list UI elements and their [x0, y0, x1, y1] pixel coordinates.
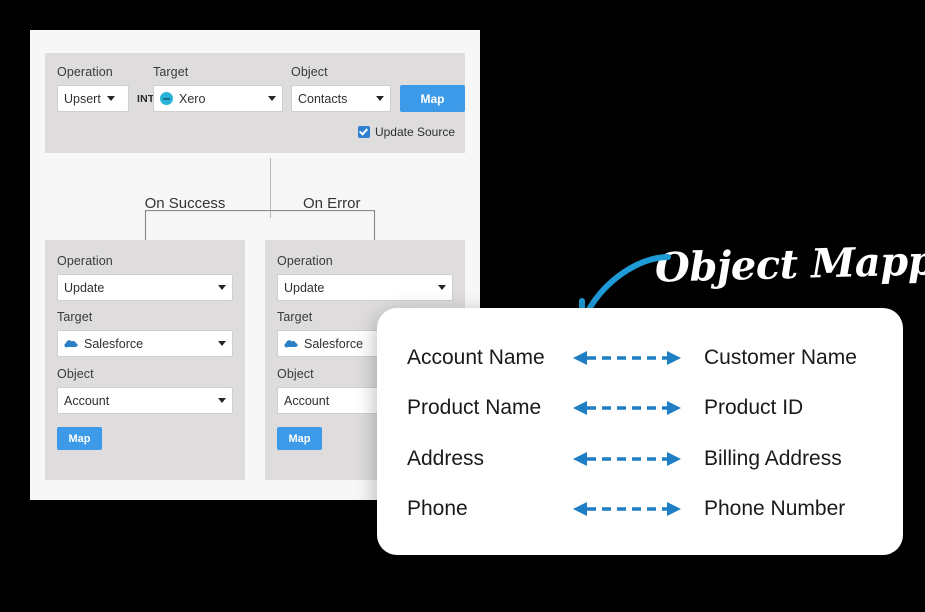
target-label: Target	[57, 310, 93, 324]
operation-select[interactable]: Upsert	[57, 85, 129, 112]
object-select-value: Account	[64, 393, 110, 408]
chevron-down-icon	[268, 96, 276, 101]
object-select-value: Account	[284, 393, 330, 408]
operation-label: Operation	[57, 65, 113, 79]
chevron-down-icon	[376, 96, 384, 101]
workflow-container: Operation Target Object Upsert INTO Xero…	[30, 30, 480, 500]
target-select-value: Salesforce	[84, 336, 144, 351]
update-source-checkbox-row[interactable]: Update Source	[357, 125, 455, 139]
mapping-target-field: Phone Number	[704, 497, 846, 520]
mapping-row: Phone Phone Number	[377, 494, 903, 524]
mapping-row: Product Name Product ID	[377, 393, 903, 423]
operation-select[interactable]: Update	[57, 274, 233, 301]
annotation-text: Object Mapping	[654, 235, 925, 292]
object-select[interactable]: Account	[57, 387, 233, 414]
salesforce-cloud-icon	[284, 339, 298, 349]
target-select-value: Xero	[179, 91, 206, 106]
dashed-double-arrow-icon	[573, 500, 681, 518]
target-select-value: Salesforce	[304, 336, 364, 351]
on-success-label: On Success	[144, 195, 226, 212]
object-label: Object	[57, 367, 94, 381]
map-button[interactable]: Map	[277, 427, 322, 450]
operation-select-value: Upsert	[64, 91, 101, 106]
object-select[interactable]: Contacts	[291, 85, 391, 112]
dashed-double-arrow-icon	[573, 399, 681, 417]
checkbox-icon[interactable]	[357, 126, 370, 138]
target-select[interactable]: Salesforce	[57, 330, 233, 357]
map-button[interactable]: Map	[57, 427, 102, 450]
chevron-down-icon	[218, 341, 226, 346]
object-label: Object	[277, 367, 314, 381]
mapping-source-field: Address	[407, 447, 485, 470]
object-mapping-panel: Account Name Customer Name Product Name …	[377, 308, 903, 555]
target-label: Target	[277, 310, 313, 324]
branch-label-group: On Success On Error	[45, 158, 465, 238]
mapping-target-field: Billing Address	[704, 447, 842, 470]
chevron-down-icon	[106, 96, 115, 101]
dashed-double-arrow-icon	[573, 349, 681, 367]
operation-label: Operation	[57, 254, 113, 268]
map-button[interactable]: Map	[400, 85, 465, 112]
branch-divider	[270, 158, 271, 218]
xero-icon	[160, 92, 173, 105]
dashed-double-arrow-icon	[573, 450, 681, 468]
mapping-row: Account Name Customer Name	[377, 343, 903, 373]
operation-label: Operation	[277, 254, 333, 268]
operation-select[interactable]: Update	[277, 274, 453, 301]
target-select[interactable]: Xero	[153, 85, 283, 112]
chevron-down-icon	[218, 285, 226, 290]
mapping-target-field: Product ID	[704, 396, 804, 419]
object-label: Object	[291, 65, 328, 79]
operation-select-value: Update	[64, 280, 105, 295]
chevron-down-icon	[218, 398, 226, 403]
mapping-source-field: Phone	[407, 497, 468, 520]
mapping-source-field: Product Name	[407, 396, 542, 419]
operation-select-value: Update	[284, 280, 325, 295]
salesforce-cloud-icon	[64, 339, 78, 349]
mapping-target-field: Customer Name	[704, 346, 857, 369]
mapping-row: Address Billing Address	[377, 444, 903, 474]
chevron-down-icon	[438, 285, 446, 290]
target-label: Target	[153, 65, 189, 79]
on-error-label: On Error	[303, 195, 361, 212]
operation-panel: Operation Target Object Upsert INTO Xero…	[45, 53, 465, 153]
branch-card-success: Operation Update Target Salesforce Objec…	[45, 240, 245, 480]
object-select-value: Contacts	[298, 91, 348, 106]
update-source-label: Update Source	[374, 125, 455, 139]
mapping-source-field: Account Name	[407, 346, 545, 369]
